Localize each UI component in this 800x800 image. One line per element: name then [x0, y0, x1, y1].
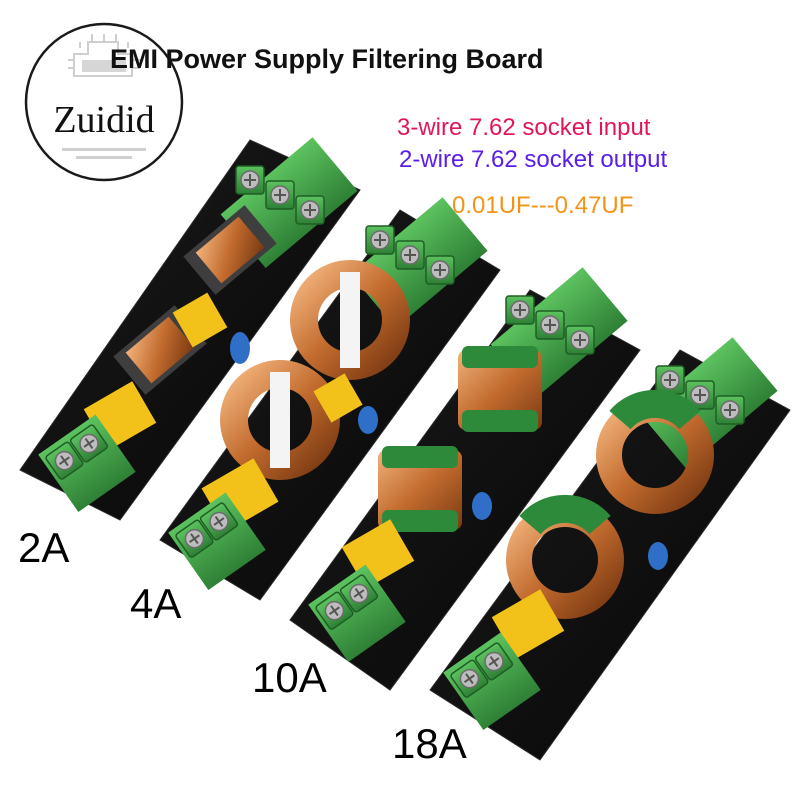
current-label-18a: 18A — [392, 720, 467, 767]
current-label-2a: 2A — [18, 524, 70, 571]
brand-logo: Zuidid — [22, 20, 186, 189]
output-spec-text: 2-wire 7.62 socket output — [399, 146, 668, 173]
board-18a — [429, 337, 791, 761]
current-label-10a: 10A — [252, 654, 327, 701]
input-spec-text: 3-wire 7.62 socket input — [397, 114, 651, 141]
board-10a — [289, 267, 641, 691]
current-label-4a: 4A — [130, 580, 182, 627]
logo-text: Zuidid — [53, 99, 154, 141]
capacitance-spec-text: 0.01UF---0.47UF — [452, 192, 634, 219]
board-4a — [159, 197, 501, 601]
board-2a — [19, 137, 361, 521]
product-title: EMI Power Supply Filtering Board — [110, 44, 544, 74]
